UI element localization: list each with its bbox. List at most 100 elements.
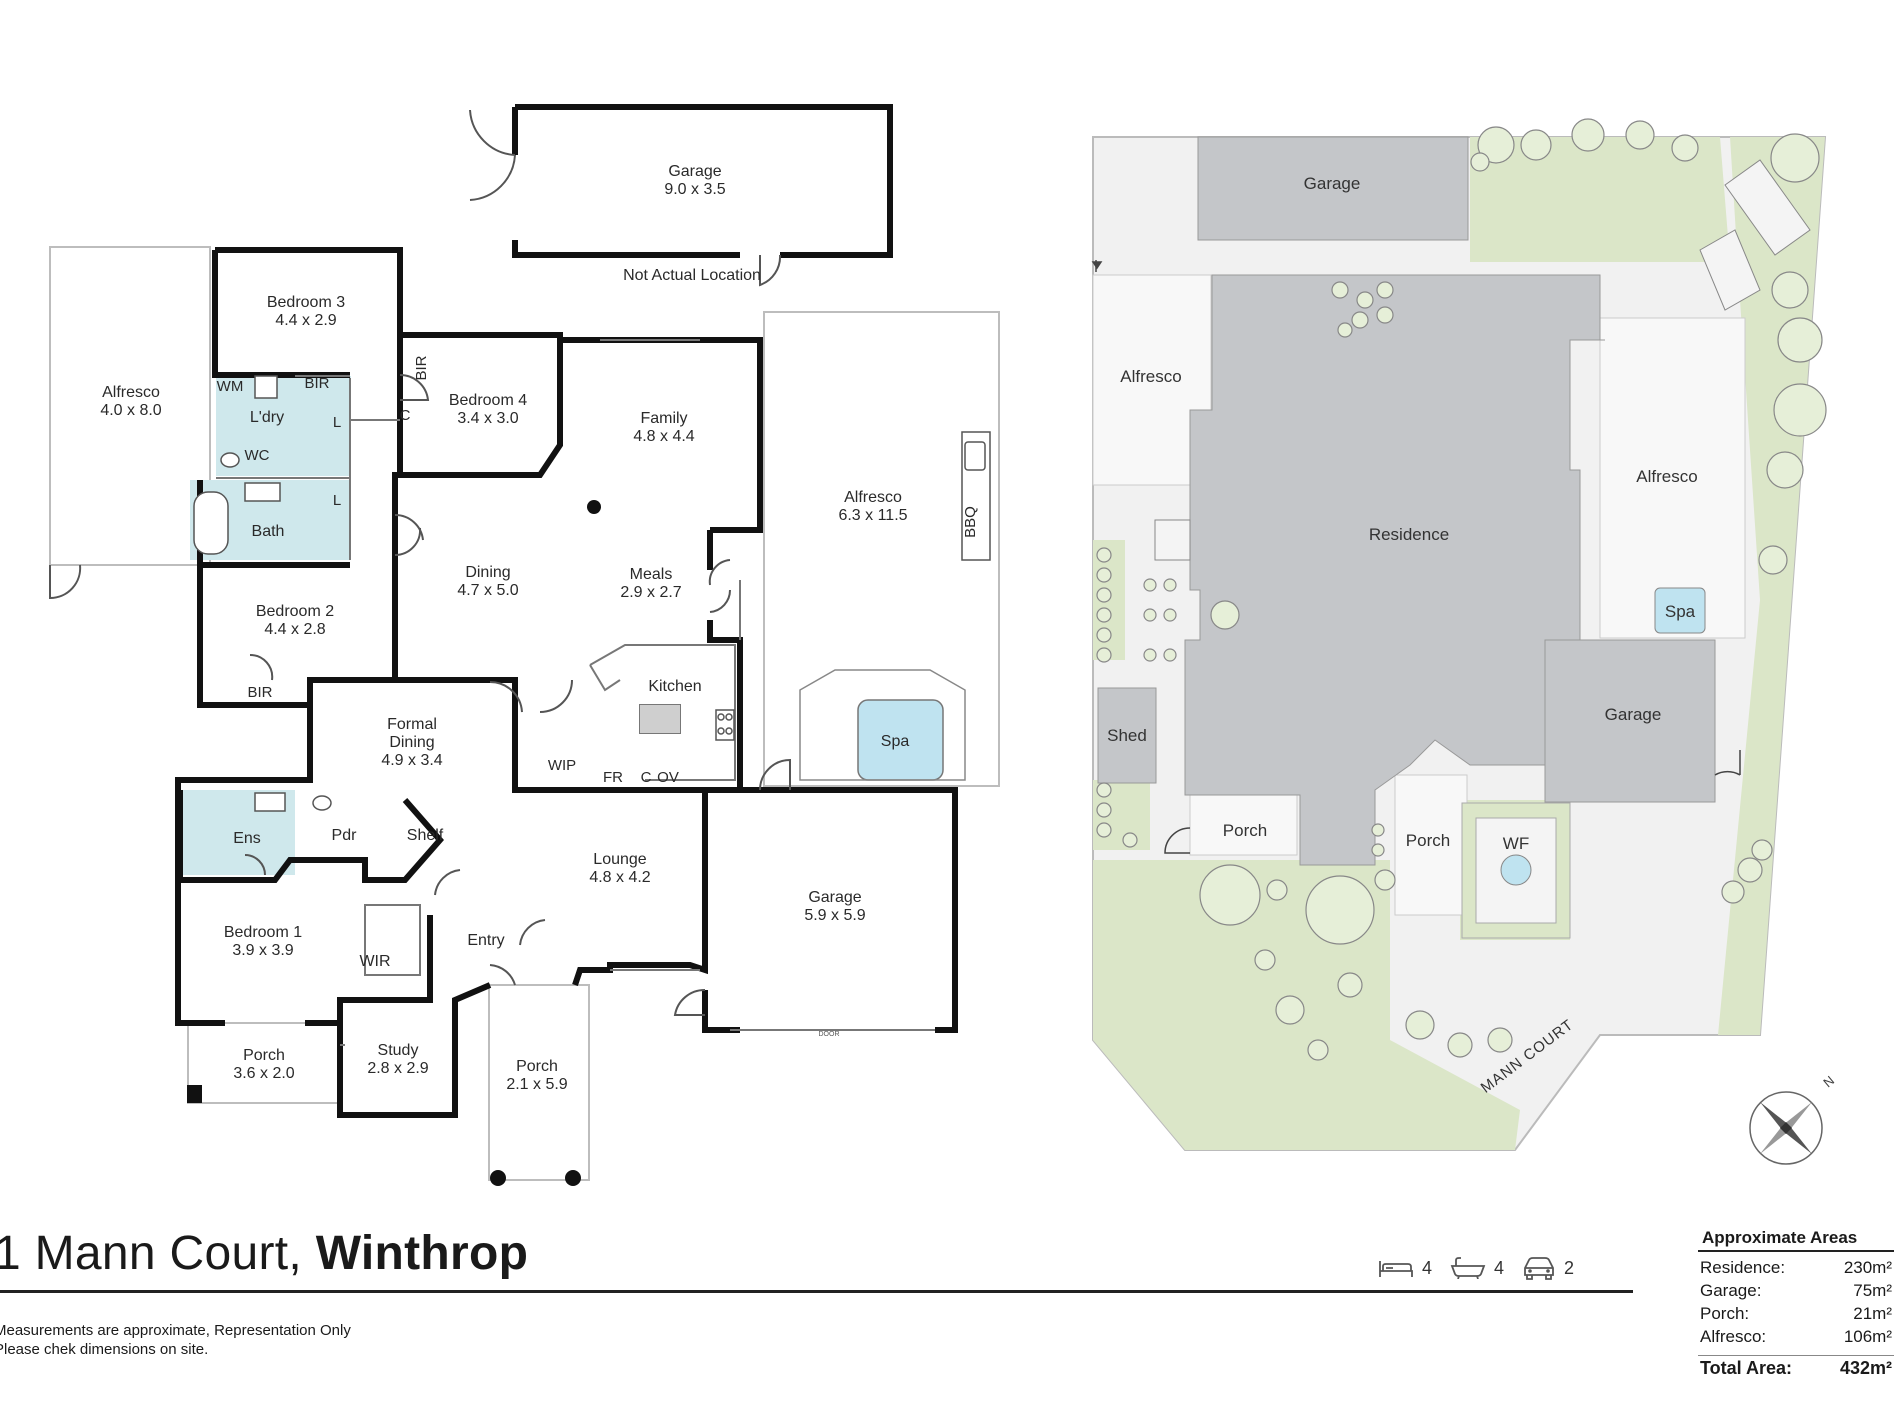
label-garage-main: Garage <box>808 889 861 906</box>
areas-row-label: Garage: <box>1700 1281 1762 1300</box>
label-dining: Dining <box>465 564 510 581</box>
areas-title-rule <box>1698 1250 1894 1252</box>
label-bir-bed3: BIR <box>304 375 329 392</box>
sink-unit <box>964 441 986 471</box>
pillar-porch-1 <box>490 1170 506 1186</box>
bed-icon <box>1379 1261 1413 1277</box>
label-not-actual-location: Not Actual Location <box>623 267 761 284</box>
site-label-garage-right: Garage <box>1605 705 1662 724</box>
doors <box>49 109 791 1016</box>
spa-deck <box>799 669 966 781</box>
label-bedroom1: Bedroom 1 <box>224 924 302 941</box>
label-garage-door: DOOR <box>819 1031 840 1038</box>
site-plan: Garage Alfresco Residence Alfresco Spa G… <box>1091 118 1837 1165</box>
areas-total-value: 432m² <box>1839 1358 1892 1378</box>
site-label-garage-top: Garage <box>1304 174 1361 193</box>
wc-toilet <box>220 452 240 468</box>
dims-bedroom3: 4.4 x 2.9 <box>275 312 336 329</box>
dims-garage-detached: 9.0 x 3.5 <box>664 181 725 198</box>
label-bbq: BBQ <box>962 506 979 538</box>
feature-baths: 4 <box>1450 1257 1504 1279</box>
label-bedroom3: Bedroom 3 <box>267 294 345 311</box>
bath-tub <box>193 491 229 555</box>
label-bedroom4: Bedroom 4 <box>449 392 527 409</box>
pillar-dining <box>587 500 601 514</box>
site-garage-top <box>1197 136 1469 241</box>
baths-count: 4 <box>1494 1257 1505 1278</box>
kitchen-island <box>640 705 680 733</box>
property-address: 1 Mann Court, <box>0 1227 303 1280</box>
site-wf-pool <box>1500 854 1532 886</box>
trees <box>1096 118 1827 1061</box>
pillar-porch-2 <box>565 1170 581 1186</box>
label-lounge: Lounge <box>593 851 646 868</box>
label-ensuite: Ens <box>233 830 261 847</box>
label-study: Study <box>378 1042 419 1059</box>
outdoor-areas <box>49 246 1000 1181</box>
north-compass-icon: N <box>1749 1073 1837 1165</box>
site-deck <box>1154 159 1811 561</box>
areas-total: Total Area: 432m² <box>1700 1358 1892 1379</box>
footer-divider <box>0 1290 1633 1293</box>
label-alfresco-right: Alfresco <box>844 489 902 506</box>
label-l-bath: L <box>333 492 341 509</box>
floor-plan: Garage 9.0 x 3.5 Not Actual Location Bed… <box>49 104 1000 1186</box>
dims-alfresco-right: 6.3 x 11.5 <box>838 507 907 524</box>
site-label-alfresco-right: Alfresco <box>1636 467 1697 486</box>
alfresco-left-area <box>49 246 211 566</box>
label-porch-left: Porch <box>243 1047 285 1064</box>
areas-row: Alfresco:106m² <box>1700 1327 1892 1350</box>
label-formal: Formal <box>387 716 437 733</box>
dims-family: 4.8 x 4.4 <box>633 428 694 445</box>
property-features: 4 4 2 <box>1378 1256 1584 1280</box>
label-formal-dining: Dining <box>389 734 434 751</box>
ens-vanity <box>254 792 286 812</box>
approximate-areas-table: Approximate Areas Residence:230m² Garage… <box>1700 1228 1892 1379</box>
label-bir-bed4: BIR <box>413 355 430 380</box>
porch-left-area <box>187 1022 339 1104</box>
site-label-shed: Shed <box>1107 726 1147 745</box>
label-fr: FR <box>603 769 623 786</box>
site-label-residence: Residence <box>1369 525 1449 544</box>
dims-alfresco-left: 4.0 x 8.0 <box>100 402 161 419</box>
site-doors <box>1091 260 1741 854</box>
site-label-porch-right: Porch <box>1406 831 1450 850</box>
dims-meals: 2.9 x 2.7 <box>620 584 681 601</box>
dims-lounge: 4.8 x 4.2 <box>589 869 650 886</box>
car-icon <box>1524 1257 1554 1280</box>
areas-row: Residence:230m² <box>1700 1258 1892 1281</box>
label-laundry: L'dry <box>250 409 284 426</box>
property-suburb: Winthrop <box>315 1227 529 1280</box>
label-c-bed4: C <box>400 407 411 424</box>
label-entry: Entry <box>467 932 504 949</box>
label-shelf: Shelf <box>407 827 444 844</box>
site-garage-right <box>1544 639 1716 803</box>
feature-beds: 4 <box>1378 1257 1432 1279</box>
property-title: 1 Mann Court, Winthrop <box>0 1226 528 1281</box>
label-wir: WIR <box>359 953 390 970</box>
areas-total-label: Total Area: <box>1700 1358 1793 1378</box>
label-wm: WM <box>217 378 244 395</box>
dims-porch-front: 2.1 x 5.9 <box>506 1076 567 1093</box>
label-wc: WC <box>245 447 270 464</box>
site-label-wf: WF <box>1503 834 1529 853</box>
site-label-spa: Spa <box>1665 602 1696 621</box>
site-spa <box>1654 587 1706 634</box>
label-bir-bed2: BIR <box>247 684 272 701</box>
site-label-porch-left: Porch <box>1223 821 1267 840</box>
label-kitchen: Kitchen <box>648 678 701 695</box>
areas-row-label: Residence: <box>1700 1258 1786 1277</box>
label-porch-front: Porch <box>516 1058 558 1075</box>
bath-icon <box>1450 1257 1486 1279</box>
dims-garage-main: 5.9 x 5.9 <box>804 907 865 924</box>
pillar-porch-left <box>187 1085 202 1103</box>
areas-total-rule <box>1698 1355 1894 1356</box>
label-family: Family <box>640 410 687 427</box>
fixtures <box>187 375 991 1186</box>
label-bedroom2: Bedroom 2 <box>256 603 334 620</box>
label-powder: Pdr <box>332 827 358 844</box>
beds-count: 4 <box>1422 1257 1433 1278</box>
north-label: N <box>1820 1073 1837 1091</box>
wm-appliance <box>254 375 278 399</box>
